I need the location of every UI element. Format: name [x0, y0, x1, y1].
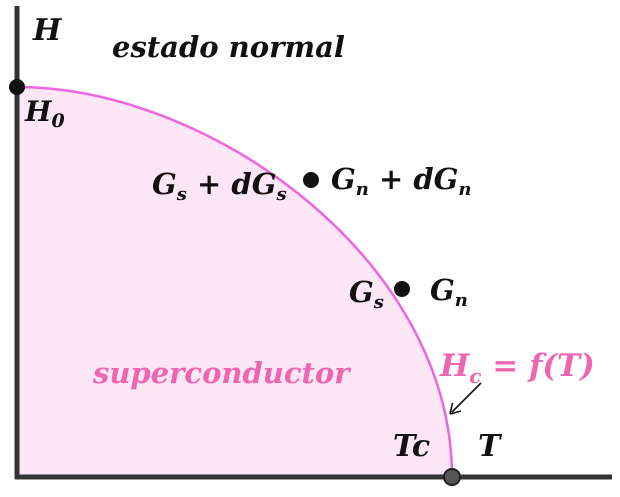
critical-field-curve — [16, 85, 454, 478]
upper-right-label: Gn + dGn — [331, 162, 472, 200]
h0-subscript: 0 — [51, 110, 64, 132]
x-axis-label: T — [478, 429, 503, 464]
critical-field-label: Hc = f(T) — [439, 348, 595, 388]
lower-right-label: Gn — [430, 273, 468, 311]
lower-point — [394, 281, 410, 297]
upper-left-label: Gs + dGs — [152, 167, 287, 205]
tc-point — [443, 468, 461, 486]
arrowhead — [449, 402, 462, 415]
lower-left-label: Gs — [349, 275, 384, 313]
superconducting-region — [17, 87, 452, 477]
tc-label: Tc — [393, 429, 430, 464]
y-axis-label: H — [32, 13, 63, 48]
curve-pointer-arrow — [451, 382, 482, 413]
normal-state-label: estado normal — [112, 30, 345, 64]
upper-point — [303, 172, 319, 188]
h0-label: H0 — [24, 95, 65, 132]
superconductor-label: superconductor — [92, 356, 352, 390]
h0-point — [9, 79, 25, 95]
